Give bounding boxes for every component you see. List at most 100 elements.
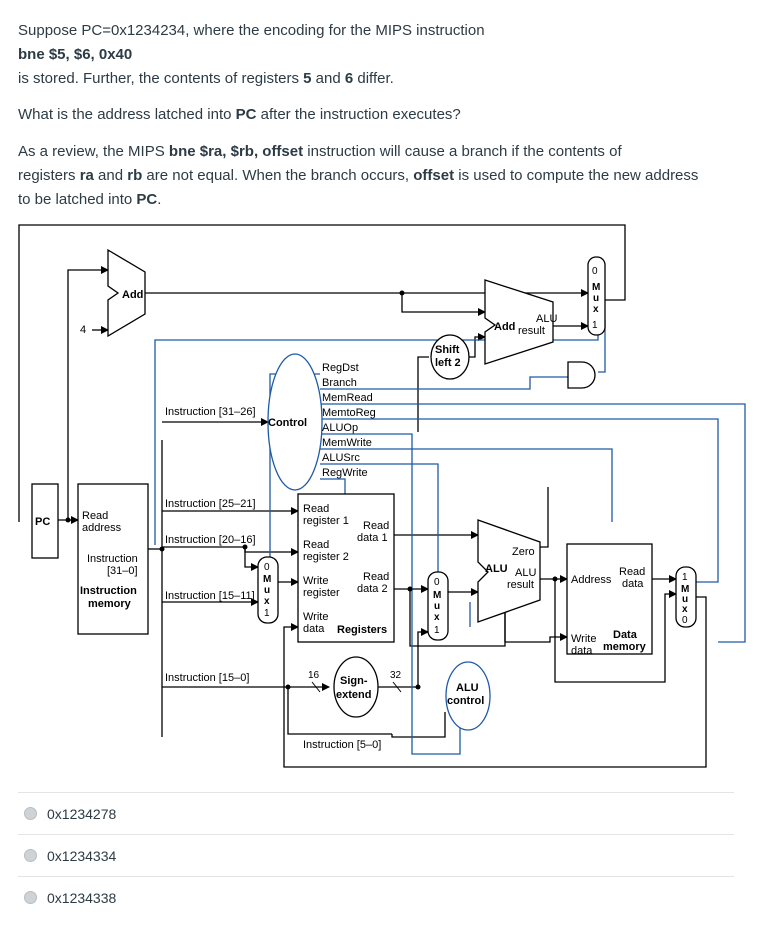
junction-dot bbox=[415, 684, 421, 690]
wire-instr-5-0 bbox=[287, 687, 392, 735]
rf-rr2-b: register 2 bbox=[303, 551, 349, 563]
alusrc-mux-1: 1 bbox=[434, 625, 440, 636]
answer-option[interactable]: 0x1234278 bbox=[18, 792, 734, 834]
wire-writeback bbox=[283, 596, 707, 768]
text: and bbox=[311, 70, 345, 87]
ra-bold: ra bbox=[79, 167, 94, 184]
wire-to-writedata bbox=[505, 633, 568, 643]
text: is stored. Further, the contents of regi… bbox=[18, 70, 304, 87]
im-title-1: Instruction bbox=[80, 585, 137, 597]
instr-15-0-label: Instruction [15–0] bbox=[165, 672, 249, 684]
answer-list: 0x1234278 0x1234334 0x1234338 bbox=[18, 792, 734, 918]
memread-label: MemRead bbox=[322, 392, 373, 404]
add2-alu-label: ALU bbox=[536, 313, 557, 325]
alusrc-mux-u: u bbox=[434, 601, 440, 612]
sixteen-label: 16 bbox=[308, 670, 320, 681]
bus-slash-16 bbox=[311, 681, 321, 693]
instruction-memory bbox=[77, 483, 149, 635]
regwrite-label: RegWrite bbox=[322, 467, 368, 479]
memtoreg-mux-u: u bbox=[682, 594, 688, 605]
thirtytwo-label: 32 bbox=[390, 670, 402, 681]
regdst-mux-m: M bbox=[263, 574, 271, 585]
text: What is the address latched into bbox=[18, 106, 236, 123]
answer-label: 0x1234278 bbox=[47, 805, 117, 822]
regdst-mux-0: 0 bbox=[264, 562, 270, 573]
answer-label: 0x1234334 bbox=[47, 847, 117, 864]
ctrl-alusrc bbox=[320, 463, 439, 572]
ctrl-aluop bbox=[320, 433, 461, 755]
dm-title-2: memory bbox=[603, 641, 647, 653]
control-unit bbox=[267, 353, 323, 491]
radio-button[interactable] bbox=[24, 891, 37, 904]
question-line-7: to be latched into PC. bbox=[18, 188, 161, 212]
junction-dot bbox=[407, 586, 413, 592]
ctrl-branch bbox=[320, 376, 568, 390]
memtoreg-mux-0: 0 bbox=[682, 615, 688, 626]
branch-label: Branch bbox=[322, 377, 357, 389]
memtoreg-label: MemtoReg bbox=[322, 407, 376, 419]
rf-title: Registers bbox=[337, 624, 387, 636]
add2-label: Add bbox=[494, 321, 515, 333]
wire-pc-to-add bbox=[67, 266, 109, 520]
question-line-5: As a review, the MIPS bne $ra, $rb, offs… bbox=[18, 140, 622, 164]
ctrl-memread bbox=[320, 403, 746, 643]
regdst-mux-u: u bbox=[264, 585, 270, 596]
wire-to-alu-control bbox=[391, 712, 446, 738]
alu-res-1: ALU bbox=[515, 567, 536, 579]
wire-to-regdst-mux-0 bbox=[244, 547, 259, 571]
dm-title-1: Data bbox=[613, 629, 638, 641]
rf-wd-a: Write bbox=[303, 611, 328, 623]
question-line-3: is stored. Further, the contents of regi… bbox=[18, 67, 394, 91]
question-line-4: What is the address latched into PC afte… bbox=[18, 103, 461, 127]
rb-bold: rb bbox=[127, 167, 143, 184]
rf-rr1-a: Read bbox=[303, 503, 329, 515]
junction-dot bbox=[285, 684, 291, 690]
question-line-1: Suppose PC=0x1234234, where the encoding… bbox=[18, 19, 485, 43]
text: . bbox=[157, 191, 162, 208]
memtoreg-mux-x: x bbox=[682, 604, 688, 615]
alu-control-1: ALU bbox=[456, 682, 479, 694]
regdst-mux-x: x bbox=[264, 596, 270, 607]
dm-write-2: data bbox=[571, 645, 593, 657]
dm-write-1: Write bbox=[571, 633, 596, 645]
im-read-label: Read bbox=[82, 510, 108, 522]
answer-option[interactable]: 0x1234334 bbox=[18, 834, 734, 876]
wire-zero bbox=[540, 487, 549, 548]
mux-1-label: 1 bbox=[592, 320, 598, 331]
text: As a review, the MIPS bbox=[18, 143, 169, 160]
junction-dot bbox=[242, 544, 248, 550]
text: differ. bbox=[353, 70, 394, 87]
radio-button[interactable] bbox=[24, 807, 37, 820]
control-label: Control bbox=[268, 417, 307, 429]
bus-slash-32 bbox=[392, 681, 402, 693]
alu-res-2: result bbox=[507, 579, 534, 591]
text: and bbox=[93, 167, 128, 184]
mux-u-label: u bbox=[593, 293, 599, 304]
im-instruction-label: Instruction bbox=[87, 553, 138, 565]
zero-label: Zero bbox=[512, 546, 535, 558]
text: after the instruction executes? bbox=[256, 106, 461, 123]
alu-control bbox=[445, 661, 491, 731]
rf-rd1-b: data 1 bbox=[357, 532, 388, 544]
shift-left-2 bbox=[430, 334, 470, 380]
radio-button[interactable] bbox=[24, 849, 37, 862]
ctrl-memwrite bbox=[320, 448, 613, 522]
pc-label: PC bbox=[35, 516, 50, 528]
im-title-2: memory bbox=[88, 598, 132, 610]
alusrc-mux-m: M bbox=[433, 590, 441, 601]
mux-0-label: 0 bbox=[592, 266, 598, 277]
register-6: 6 bbox=[344, 70, 354, 87]
mux-x-label: x bbox=[593, 304, 599, 315]
dm-read-1: Read bbox=[619, 566, 645, 578]
answer-option[interactable]: 0x1234338 bbox=[18, 876, 734, 918]
sign-label-1: Sign- bbox=[340, 675, 368, 687]
answer-label: 0x1234338 bbox=[47, 889, 117, 906]
register-file bbox=[297, 493, 395, 643]
adder-branch bbox=[484, 279, 554, 365]
instruction-code: bne $5, $6, 0x40 bbox=[18, 46, 133, 63]
and-gate bbox=[567, 361, 596, 389]
shift-label-2: left 2 bbox=[435, 357, 461, 369]
rf-rr2-a: Read bbox=[303, 539, 329, 551]
text: registers bbox=[18, 167, 80, 184]
alu-label: ALU bbox=[485, 563, 508, 575]
